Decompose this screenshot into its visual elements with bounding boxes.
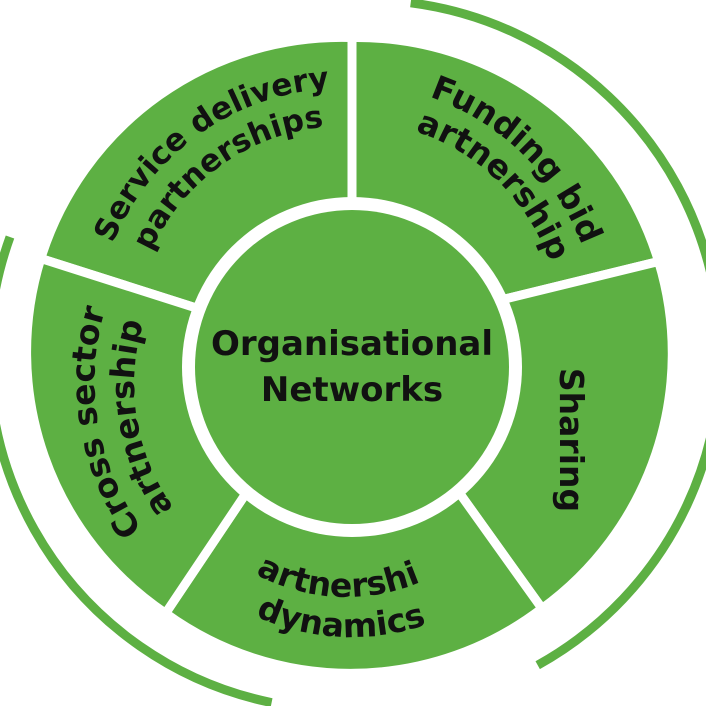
label-sharing: Sharing [552,368,591,512]
outer-arc-right [410,0,706,670]
center-disc [195,210,509,524]
center-label-line1: Organisational [211,324,493,364]
outer-arc-left [0,235,273,708]
center-label-line2: Networks [261,370,443,410]
